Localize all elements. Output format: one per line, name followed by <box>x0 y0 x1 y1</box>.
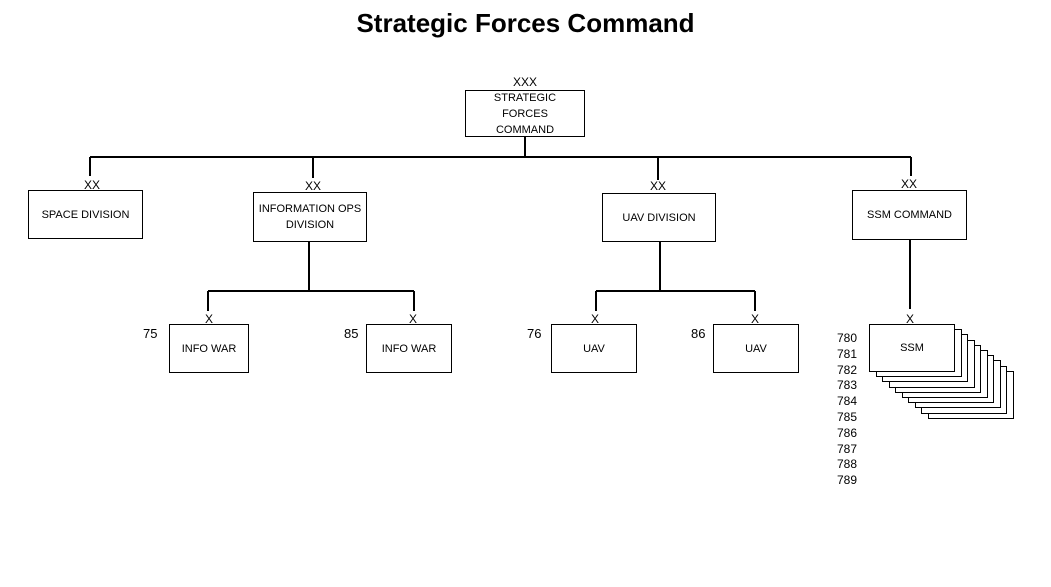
uav-76-number: 76 <box>527 326 542 341</box>
root-echelon: XXX <box>512 75 537 89</box>
info-war-85-label: INFO WAR <box>381 342 437 355</box>
info-ops-label-line1: INFORMATION OPS <box>258 203 362 215</box>
root-label-line2: COMMAND <box>495 123 555 136</box>
info-war-75-number: 75 <box>143 326 158 341</box>
info-ops-label-line2: DIVISION <box>285 219 335 231</box>
strategic-forces-command-box: STRATEGIC FORCES COMMAND <box>465 90 585 137</box>
uav-division-label: UAV DIVISION <box>622 211 696 224</box>
ssm-command-label: SSM COMMAND <box>867 209 952 221</box>
information-ops-division-box: INFORMATION OPS DIVISION <box>253 192 367 242</box>
uav-86-echelon: X <box>750 312 759 326</box>
ssm-brigade-number: 781 <box>837 346 858 361</box>
info-war-75-box: INFO WAR <box>169 324 249 373</box>
ssm-brigade-number: 785 <box>837 409 858 424</box>
ssm-command-box: SSM COMMAND <box>852 190 967 240</box>
ssm-brigade-label: SSM <box>900 342 924 354</box>
uav-86-number: 86 <box>691 326 706 341</box>
ssm-brigade-number: 783 <box>837 378 858 393</box>
info-war-75-label: INFO WAR <box>181 342 237 355</box>
page-title: Strategic Forces Command <box>356 8 695 38</box>
uav-76-box: UAV <box>551 324 637 373</box>
ssm-brigade-number: 780 <box>837 331 858 345</box>
ssm-brigade-number: 784 <box>837 394 858 409</box>
space-division-label: SPACE DIVISION <box>41 208 130 221</box>
uav-division-echelon: XX <box>649 179 666 193</box>
info-war-85-number: 85 <box>344 326 359 341</box>
info-ops-division-echelon: XX <box>304 179 321 193</box>
ssm-brigade-echelon: X <box>905 312 914 326</box>
root-label-line1: STRATEGIC FORCES <box>493 91 557 120</box>
info-war-75-echelon: X <box>204 312 213 326</box>
ssm-brigade-number: 786 <box>837 425 858 440</box>
info-war-85-box: INFO WAR <box>366 324 452 373</box>
info-war-85-echelon: X <box>408 312 417 326</box>
uav-division-box: UAV DIVISION <box>602 193 716 242</box>
uav-76-label: UAV <box>583 342 605 355</box>
ssm-brigade-box: SSM <box>869 324 955 372</box>
space-division-box: SPACE DIVISION <box>28 190 143 239</box>
uav-76-echelon: X <box>590 312 599 326</box>
ssm-brigade-number: 789 <box>837 473 858 488</box>
space-division-echelon: XX <box>83 178 100 192</box>
ssm-brigade-number: 787 <box>837 441 858 456</box>
uav-86-label: UAV <box>745 342 767 355</box>
ssm-command-echelon: XX <box>900 177 917 191</box>
ssm-brigade-number: 782 <box>837 362 858 377</box>
ssm-brigade-number: 788 <box>837 457 858 472</box>
uav-86-box: UAV <box>713 324 799 373</box>
